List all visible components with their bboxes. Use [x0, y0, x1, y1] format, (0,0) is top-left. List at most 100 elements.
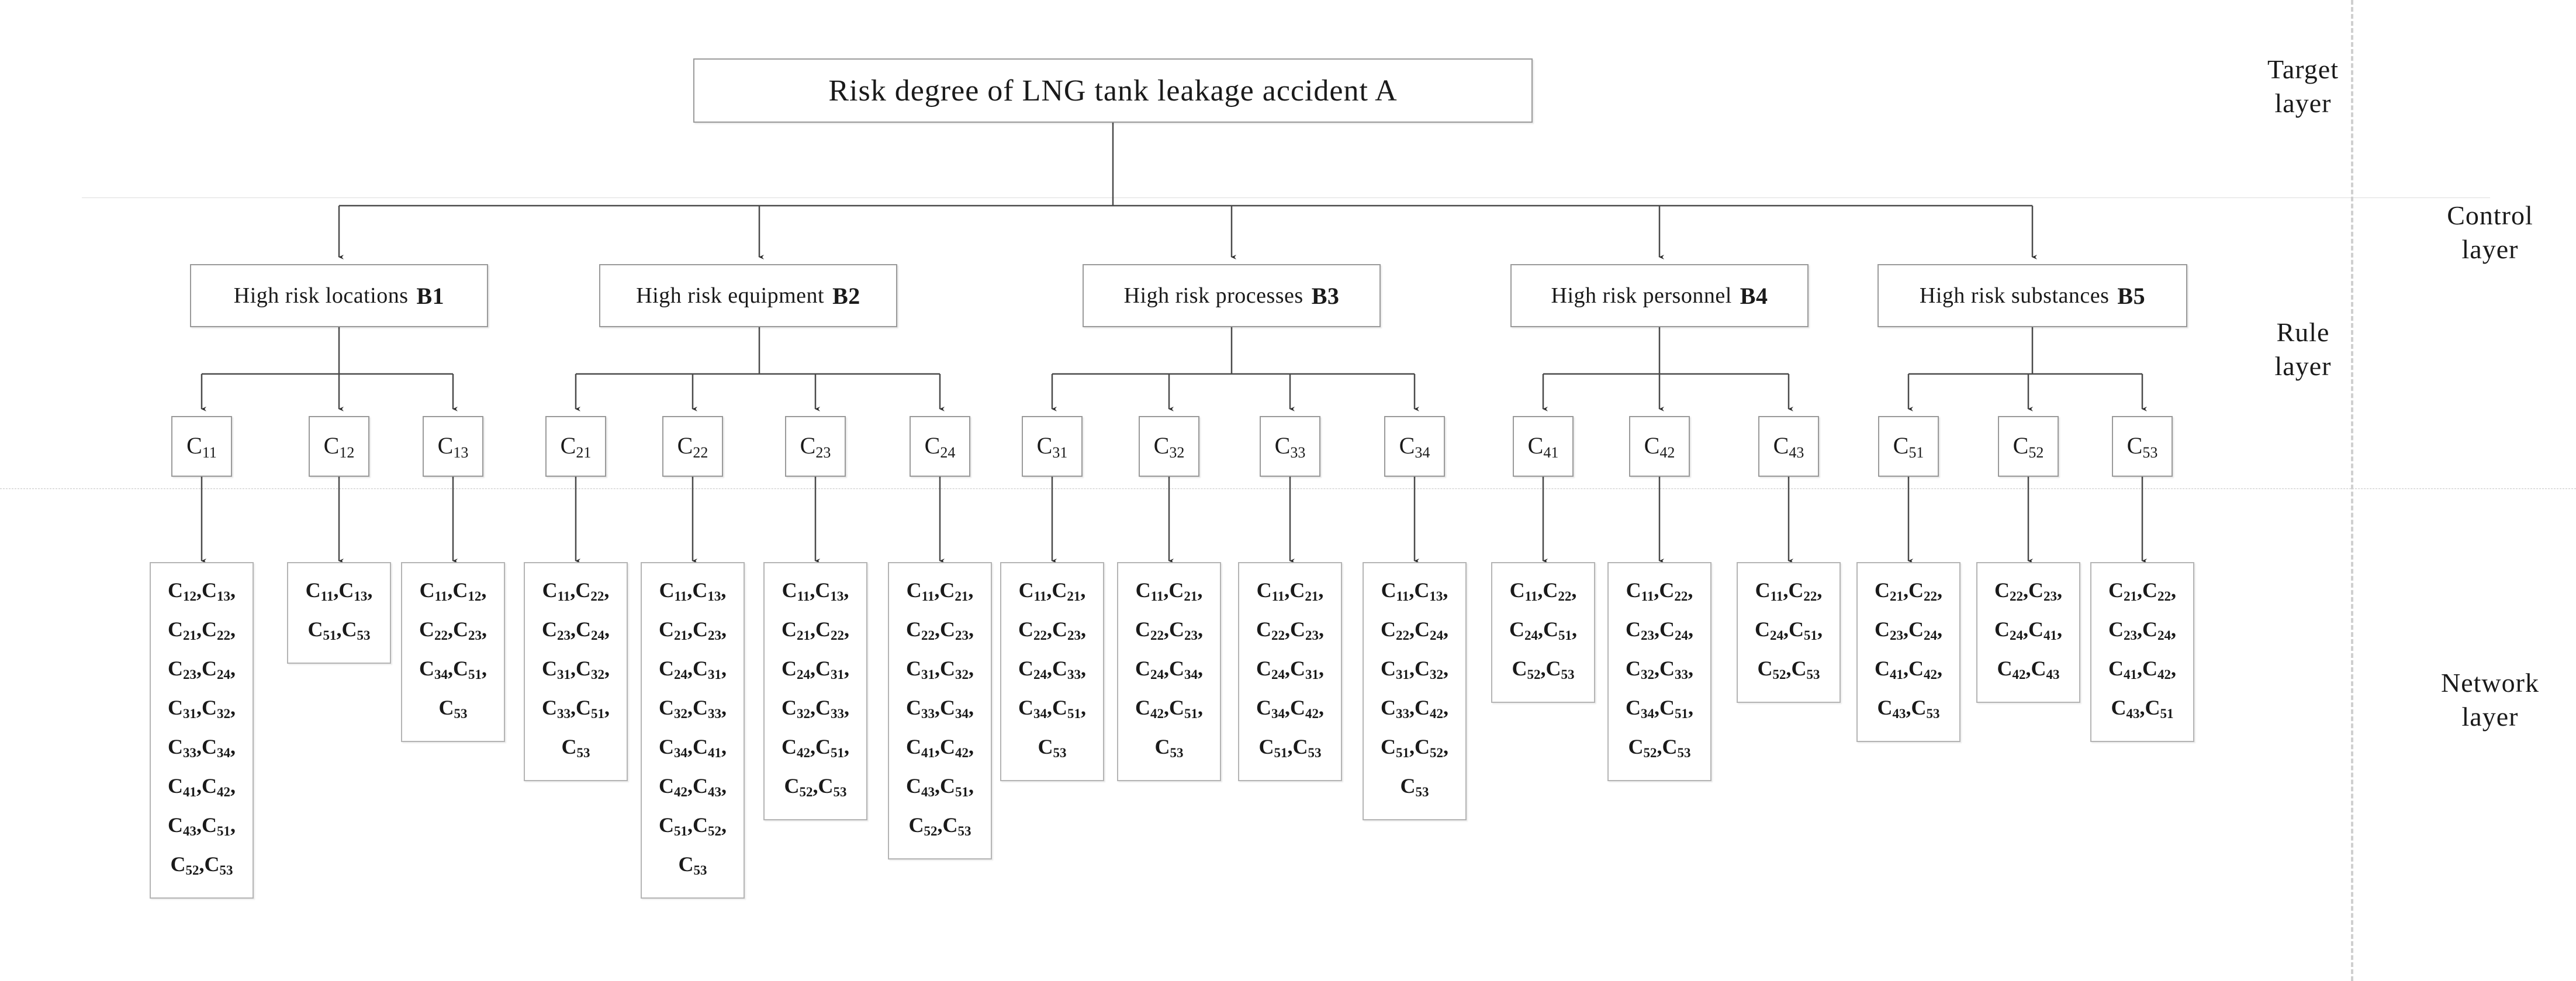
network-box-line: C22,C23, — [906, 618, 974, 643]
network-box-c31[interactable]: C11,C21,C22,C23,C24,C33,C34,C51,C53 — [1000, 562, 1104, 781]
control-node-b4-label: High risk personnel — [1551, 283, 1732, 308]
control-node-b5-label: High risk substances — [1919, 283, 2110, 308]
network-box-line: C42,C43 — [1997, 657, 2060, 682]
rule-node-c51[interactable]: C51 — [1878, 416, 1939, 477]
network-box-c22[interactable]: C11,C13,C21,C23,C24,C31,C32,C33,C34,C41,… — [641, 562, 745, 899]
rule-node-c22[interactable]: C22 — [662, 416, 723, 477]
rule-node-label: C33 — [1274, 432, 1306, 461]
rule-node-label: C53 — [2127, 432, 2158, 461]
network-box-line: C11,C13, — [1381, 578, 1448, 604]
layer-label-divider — [2351, 0, 2353, 981]
network-box-c51[interactable]: C21,C22, C23,C24, C41,C42, C43,C53 — [1856, 562, 1960, 742]
rule-node-c41[interactable]: C41 — [1513, 416, 1574, 477]
network-box-line: C53 — [1038, 735, 1067, 760]
rule-node-label: C52 — [2013, 432, 2044, 461]
network-box-c21[interactable]: C11,C22,C23,C24,C31,C32,C33,C51,C53 — [524, 562, 628, 781]
rule-node-c24[interactable]: C24 — [910, 416, 970, 477]
control-node-b2[interactable]: High risk equipment B2 — [599, 264, 897, 327]
network-box-line: C53 — [561, 735, 590, 760]
network-box-line: C34,C51, — [419, 657, 487, 682]
network-box-c34[interactable]: C11,C13,C22,C24,C31,C32,C33,C42,C51,C52,… — [1363, 562, 1467, 820]
network-box-c41[interactable]: C11,C22,C24,C51,C52,C53 — [1491, 562, 1595, 703]
network-box-line: C43,C51 — [2111, 696, 2174, 721]
rule-network-divider — [0, 488, 2576, 489]
rule-node-label: C21 — [560, 432, 592, 461]
network-box-c53[interactable]: C21,C22,C23,C24,C41,C42,C43,C51 — [2090, 562, 2194, 742]
rule-node-c42[interactable]: C42 — [1629, 416, 1690, 477]
rule-node-c21[interactable]: C21 — [545, 416, 606, 477]
network-box-line: C21,C22, — [1875, 578, 1942, 604]
network-box-c33[interactable]: C11,C21,C22,C23,C24,C31,C34,C42,C51,C53 — [1238, 562, 1342, 781]
network-box-line: C24,C31, — [1256, 657, 1324, 682]
rule-node-c34[interactable]: C34 — [1384, 416, 1445, 477]
rule-node-c31[interactable]: C31 — [1022, 416, 1083, 477]
rule-node-c32[interactable]: C32 — [1139, 416, 1199, 477]
network-box-line: C22,C23, — [1994, 578, 2062, 604]
control-node-b2-label: High risk equipment — [636, 283, 825, 308]
network-box-line: C21,C22, — [782, 618, 849, 643]
network-box-line: C24,C34, — [1135, 657, 1203, 682]
network-box-c52[interactable]: C22,C23,C24,C41,C42,C43 — [1976, 562, 2080, 703]
network-box-line: C52,C53 — [784, 774, 847, 799]
rule-node-c12[interactable]: C12 — [309, 416, 369, 477]
network-box-line: C22,C24, — [1381, 618, 1448, 643]
rule-node-c53[interactable]: C53 — [2112, 416, 2173, 477]
network-box-line: C22,C23, — [1256, 618, 1324, 643]
network-box-line: C43,C53 — [1877, 696, 1940, 721]
network-box-line: C11,C22, — [1626, 578, 1693, 604]
network-box-line: C53 — [1154, 735, 1184, 760]
network-box-line: C31,C32, — [168, 696, 236, 721]
network-box-line: C32,C33, — [1626, 657, 1693, 682]
control-node-b2-code: B2 — [832, 282, 860, 309]
network-box-line: C11,C22, — [1755, 578, 1823, 604]
network-box-line: C12,C13, — [168, 578, 236, 604]
network-box-line: C31,C32, — [906, 657, 974, 682]
network-box-line: C22,C23, — [419, 618, 487, 643]
network-box-line: C41,C42, — [1875, 657, 1942, 682]
network-box-line: C51,C53 — [307, 618, 371, 643]
rule-node-c33[interactable]: C33 — [1260, 416, 1320, 477]
network-box-c13[interactable]: C11,C12, C22,C23, C34,C51, C53 — [401, 562, 505, 742]
network-box-line: C41,C42, — [168, 774, 236, 799]
network-box-c32[interactable]: C11,C21,C22,C23,C24,C34,C42,C51,C53 — [1117, 562, 1221, 781]
network-box-line: C11,C13, — [305, 578, 373, 604]
control-node-b1-code: B1 — [416, 282, 445, 309]
network-box-line: C32,C33, — [659, 696, 727, 721]
rule-node-c13[interactable]: C13 — [423, 416, 483, 477]
network-box-c12[interactable]: C11,C13, C51,C53 — [287, 562, 391, 664]
network-box-line: C23,C24, — [1875, 618, 1942, 643]
rule-node-c52[interactable]: C52 — [1998, 416, 2059, 477]
rule-node-c43[interactable]: C43 — [1758, 416, 1819, 477]
network-box-c43[interactable]: C11,C22,C24,C51,C52,C53 — [1737, 562, 1841, 703]
rule-node-c23[interactable]: C23 — [785, 416, 846, 477]
network-box-line: C24,C31, — [659, 657, 727, 682]
network-box-line: C52,C53 — [908, 813, 971, 838]
network-box-c24[interactable]: C11,C21,C22,C23,C31,C32,C33,C34,C41,C42,… — [888, 562, 992, 859]
network-box-line: C24,C33, — [1018, 657, 1086, 682]
rule-node-c11[interactable]: C11 — [171, 416, 232, 477]
network-box-c23[interactable]: C11,C13,C21,C22,C24,C31,C32,C33,C42,C51,… — [763, 562, 867, 820]
network-box-line: C51,C53 — [1258, 735, 1322, 760]
network-box-line: C11,C13, — [659, 578, 727, 604]
network-box-line: C52,C53 — [1628, 735, 1691, 760]
rule-node-label: C34 — [1399, 432, 1430, 461]
network-box-c42[interactable]: C11,C22,C23,C24,C32,C33,C34,C51,C52,C53 — [1607, 562, 1711, 781]
network-box-line: C52,C53 — [170, 852, 233, 878]
rule-node-label: C41 — [1527, 432, 1559, 461]
network-box-line: C11,C21, — [1256, 578, 1324, 604]
target-node[interactable]: Risk degree of LNG tank leakage accident… — [693, 58, 1533, 123]
network-box-line: C11,C22, — [542, 578, 610, 604]
network-box-c11[interactable]: C12,C13,C21,C22,C23,C24,C31,C32,C33,C34,… — [150, 562, 254, 899]
network-box-line: C21,C22, — [168, 618, 236, 643]
network-box-line: C53 — [678, 852, 707, 878]
network-box-line: C53 — [438, 696, 468, 721]
network-box-line: C11,C12, — [419, 578, 487, 604]
network-box-line: C11,C21, — [1135, 578, 1203, 604]
